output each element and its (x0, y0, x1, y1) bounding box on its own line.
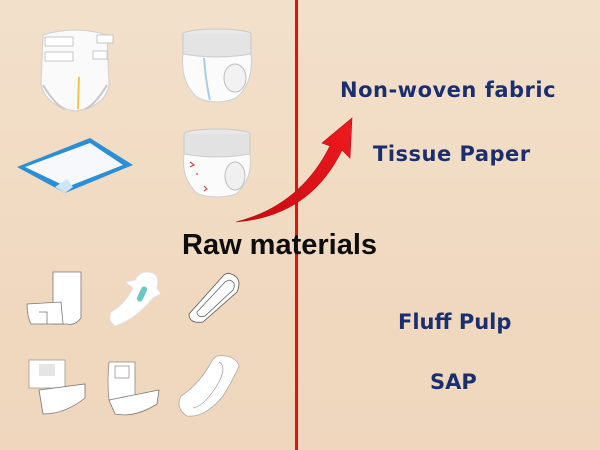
tape-diaper-open-icon (28, 359, 86, 415)
material-sap: SAP (430, 370, 477, 394)
adult-tape-diaper-icon (40, 29, 114, 112)
divider-line (295, 0, 298, 450)
underpad-icon (17, 138, 133, 193)
sanitary-napkin-icon (109, 271, 162, 327)
raw-materials-title: Raw materials (182, 229, 378, 261)
material-tissue-paper: Tissue Paper (373, 142, 531, 166)
panty-liner-icon (188, 272, 240, 323)
printed-pull-up-pant-icon (183, 128, 251, 198)
insert-pad-icon (107, 361, 160, 416)
maternity-pad-icon (178, 355, 240, 417)
material-nonwoven-fabric: Non-woven fabric (340, 78, 557, 102)
pull-up-pant-icon (182, 28, 252, 103)
incontinence-pad-icon (26, 271, 82, 325)
material-fluff-pulp: Fluff Pulp (398, 310, 512, 334)
